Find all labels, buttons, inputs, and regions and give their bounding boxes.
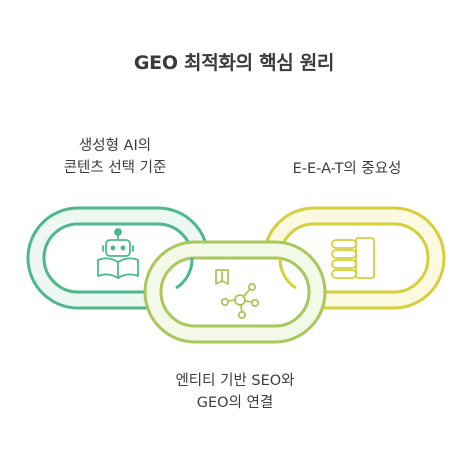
label-left: 생성형 AI의 콘텐츠 선택 기준 (30, 135, 200, 179)
hand-icon (331, 237, 375, 279)
chain-overlap-left (175, 257, 194, 290)
chain-overlap-right (278, 257, 297, 290)
label-right: E-E-A-T의 중요성 (262, 158, 432, 180)
label-right-line-1: E-E-A-T의 중요성 (292, 161, 402, 177)
label-left-line-2: 콘텐츠 선택 기준 (63, 160, 167, 176)
chain-link-middle (143, 240, 327, 344)
label-bottom-line-1: 엔티티 기반 SEO와 (175, 373, 295, 389)
label-bottom: 엔티티 기반 SEO와 GEO의 연결 (140, 370, 330, 414)
diagram-title: GEO 최적화의 핵심 원리 (133, 52, 335, 74)
label-bottom-line-2: GEO의 연결 (196, 395, 274, 411)
robot-book-icon (97, 228, 139, 279)
network-book-icon (215, 269, 260, 320)
label-left-line-1: 생성형 AI의 (78, 138, 152, 154)
